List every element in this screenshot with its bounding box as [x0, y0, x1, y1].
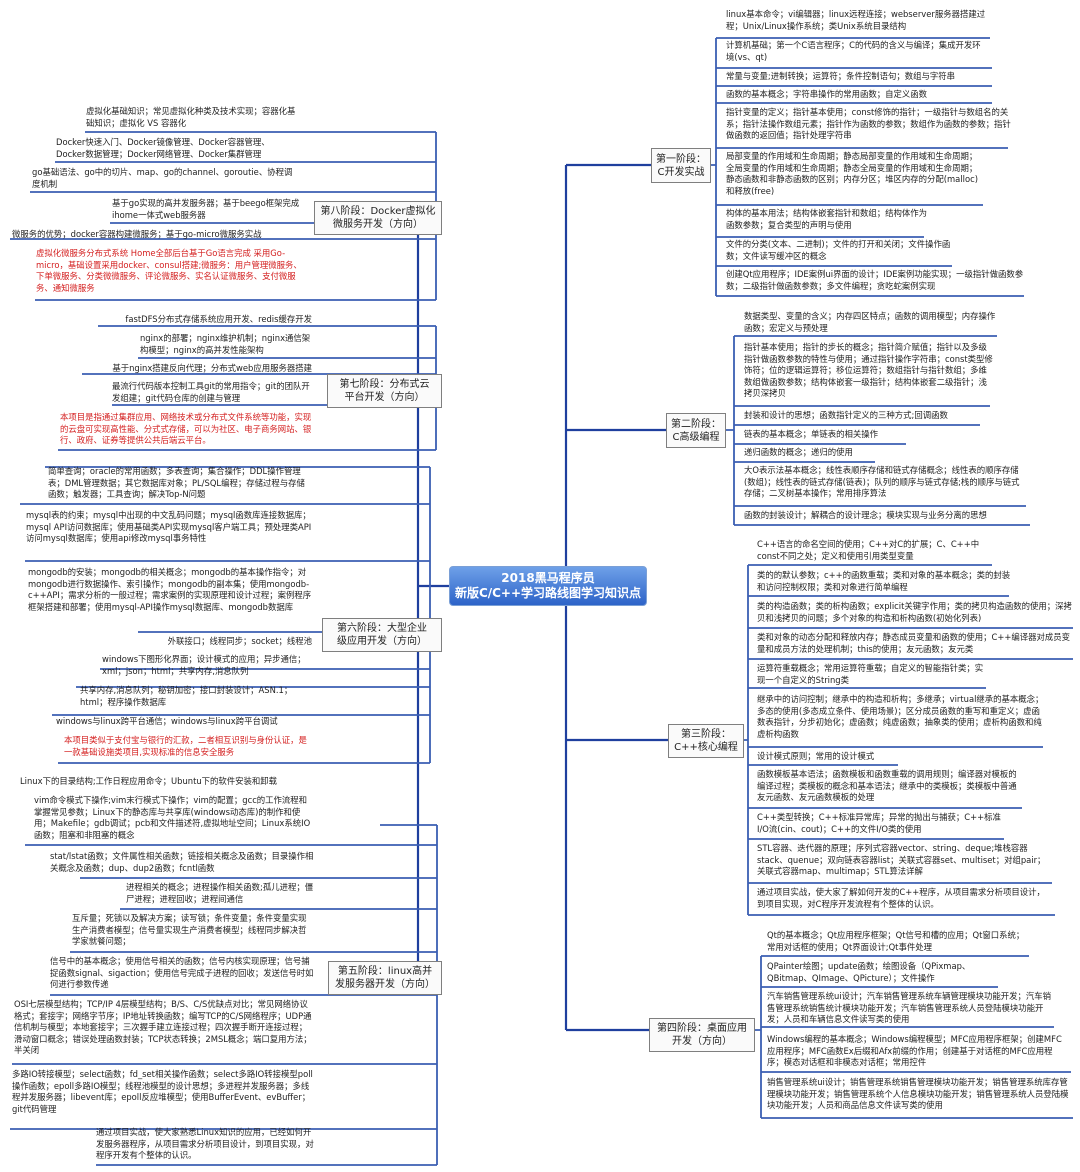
- leaf-s6-1: 简单查询；oracle的常用函数；多表查询；集合操作；DDL操作管理表；DML管…: [48, 466, 305, 500]
- leaf-s3-9: C++类型转换；C++标准异常库；异常的抛出与捕获；C++标准I/O流(cin、…: [757, 812, 1001, 834]
- stage-1-subtitle: C开发实战: [657, 166, 705, 178]
- leaf-s2-2: 指针基本使用；指针的步长的概念；指针简介赋值；指针以及多级指针做函数参数的特性与…: [744, 342, 993, 399]
- leaf-s7-5: 本项目是指通过集群应用、网络技术或分布式文件系统等功能，实现的云盘可实现高性能、…: [60, 412, 312, 446]
- stage-8-node[interactable]: 第八阶段：Docker虚拟化 微服务开发（方向）: [314, 201, 442, 235]
- stage-1-title: 第一阶段：: [656, 153, 706, 165]
- leaf-s4-5: 销售管理系统ui设计；销售管理系统销售管理模块功能开发；销售管理系统库存管理模块…: [767, 1077, 1069, 1111]
- leaf-s1-4: 函数的基本概念；字符串操作的常用函数；自定义函数: [726, 89, 927, 99]
- stage-6-title: 第六阶段：大型企业: [337, 623, 427, 634]
- stage-8-title: 第八阶段：Docker虚拟化: [320, 206, 436, 217]
- stage-6-node[interactable]: 第六阶段：大型企业 级应用开发（方向）: [322, 618, 442, 652]
- stage-1-node[interactable]: 第一阶段： C开发实战: [651, 148, 711, 183]
- leaf-s1-1: linux基本命令；vi编辑器；linux远程连接；webserver服务器搭建…: [726, 9, 986, 31]
- leaf-s1-2: 计算机基础；第一个C语言程序；C的代码的含义与编译；集成开发环境(vs、qt): [726, 40, 981, 62]
- leaf-s5-8: 多路IO转接模型；select函数；fd_set相关操作函数；select多路I…: [12, 1069, 313, 1114]
- leaf-s7-1: fastDFS分布式存储系统应用开发、redis缓存开发: [125, 314, 312, 324]
- central-topic[interactable]: 2018黑马程序员 新版C/C++学习路线图学习知识点: [449, 566, 647, 606]
- leaf-s6-5: windows下图形化界面；设计模式的应用；异步通信；xml；json；html…: [102, 654, 306, 676]
- leaf-s5-6: 信号中的基本概念；使用信号相关的函数；信号内核实现原理；信号捕捉函数signal…: [50, 956, 314, 990]
- stage-6-subtitle: 级应用开发（方向）: [337, 636, 427, 647]
- central-topic-line2: 新版C/C++学习路线图学习知识点: [454, 586, 642, 600]
- stage-4-title: 第四阶段：桌面应用: [657, 1023, 747, 1034]
- stage-5-title: 第五阶段：linux高并: [337, 966, 433, 977]
- leaf-s3-3: 类的构造函数；类的析构函数；explicit关键字作用；类的拷贝构造函数的使用；…: [757, 601, 1072, 623]
- leaf-s5-4: 进程相关的概念；进程操作相关函数;孤儿进程；僵尸进程；进程回收；进程间通信: [126, 882, 314, 904]
- leaf-s8-2: Docker快速入门、Docker镜像管理、Docker容器管理、Docker数…: [56, 137, 270, 159]
- leaf-s3-10: STL容器、迭代器的原理；序列式容器vector、string、deque;堆栈…: [757, 843, 1046, 877]
- leaf-s5-5: 互斥量；死锁以及解决方案；读写锁；条件变量；条件变量实现生产消费者模型；信号量实…: [72, 913, 307, 947]
- leaf-s3-2: 类的的默认参数；c++的函数重载；类和对象的基本概念；类的封装和访问控制权限；类…: [757, 570, 1011, 592]
- leaf-s5-7: OSI七层模型结构；TCP/IP 4层模型结构；B/S、C/S优缺点对比；常见网…: [14, 999, 312, 1056]
- leaf-s3-8: 函数模板基本语法；函数模板和函数重载的调用规则；编译器对模板的编译过程；类模板的…: [757, 769, 1017, 803]
- leaf-s3-5: 运算符重载概念；常用运算符重载；自定义的智能指针类；实现一个自定义的String…: [757, 663, 984, 685]
- leaf-s4-4: Windows编程的基本概念；Windows编程模型；MFC应用程序框架；创建M…: [767, 1034, 1062, 1068]
- leaf-s1-8: 文件的分类(文本、二进制)；文件的打开和关闭；文件操作函数；文件读写缓冲区的概念: [726, 239, 951, 261]
- stage-7-node[interactable]: 第七阶段：分布式云 平台开发（方向）: [327, 374, 442, 408]
- leaf-s2-7: 函数的封装设计；解耦合的设计理念；模块实现与业务分离的思想: [744, 510, 987, 520]
- stage-2-title: 第二阶段：: [671, 418, 721, 430]
- leaf-s3-11: 通过项目实战，使大家了解如何开发的C++程序，从项目需求分析项目设计，到项目实现…: [757, 887, 1045, 909]
- stage-4-subtitle: 开发（方向）: [672, 1036, 732, 1047]
- leaf-s6-6: 共享内存,消息队列；秘钥加密；接口封装设计；ASN.1；html；程序操作数据库: [80, 685, 293, 707]
- stage-8-subtitle: 微服务开发（方向）: [333, 219, 423, 230]
- leaf-s2-1: 数据类型、变量的含义；内存四区特点；函数的调用模型；内存操作函数；宏定义与预处理: [744, 311, 996, 333]
- stage-3-title: 第三阶段：: [681, 729, 731, 740]
- leaf-s8-5: 微服务的优势；docker容器构建微服务；基于go-micro微服务实战: [12, 229, 262, 239]
- leaf-s7-4: 最流行代码版本控制工具git的常用指令；git的团队开发组建；git代码仓库的创…: [112, 381, 310, 403]
- leaf-s2-3: 封装和设计的思想；函数指针定义的三种方式;回调函数: [744, 410, 948, 420]
- leaf-s3-6: 继承中的访问控制；继承中的构造和析构；多继承；virtual继承的基本概念；多态…: [757, 694, 1044, 739]
- leaf-s3-1: C++语言的命名空间的使用；C++对C的扩展；C、C++中const不同之处；定…: [757, 539, 980, 561]
- stage-3-subtitle: C++核心编程: [674, 742, 738, 753]
- stage-2-subtitle: C高级编程: [672, 431, 720, 443]
- leaf-s5-1: Linux下的目录结构;工作日程应用命令；Ubuntu下的软件安装和卸载: [20, 776, 278, 786]
- leaf-s2-6: 大O表示法基本概念；线性表顺序存储和链式存储概念；线性表的顺序存储(数组)；线性…: [744, 465, 1020, 499]
- leaf-s5-9: 通过项目实战，使大家熟悉Linux知识的应用，已经如何开发服务器程序，从项目需求…: [96, 1127, 314, 1161]
- leaf-s7-3: 基于nginx搭建反向代理；分布式web应用服务器搭建: [112, 363, 312, 373]
- stage-2-node[interactable]: 第二阶段： C高级编程: [666, 413, 726, 448]
- leaf-s6-3: mongodb的安装；mongodb的相关概念；mongodb的基本操作指令；对…: [28, 567, 312, 612]
- leaf-s7-2: nginx的部署；nginx维护机制；nginx通信架构模型；nginx的高并发…: [140, 333, 311, 355]
- leaf-s1-3: 常量与变量;进制转换；运算符；条件控制语句；数组与字符串: [726, 71, 955, 81]
- leaf-s8-4: 基于go实现的高并发服务器；基于beego框架完成ihome一体式web服务器: [112, 198, 300, 220]
- stage-3-node[interactable]: 第三阶段： C++核心编程: [668, 724, 744, 758]
- stage-5-subtitle: 发服务器开发（方向）: [335, 979, 435, 990]
- leaf-s8-6: 虚拟化微服务分布式系统 Home全部后台基于Go语言完成 采用Go-micro，…: [36, 248, 302, 293]
- leaf-s2-5: 递归函数的概念；递归的使用: [744, 447, 853, 457]
- stage-5-node[interactable]: 第五阶段：linux高并 发服务器开发（方向）: [328, 961, 442, 995]
- stage-4-node[interactable]: 第四阶段：桌面应用 开发（方向）: [649, 1018, 755, 1052]
- stage-7-title: 第七阶段：分布式云: [339, 379, 430, 390]
- leaf-s1-6: 局部变量的作用域和生命周期；静态局部变量的作用域和生命周期；全局变量的作用域和生…: [726, 151, 978, 196]
- leaf-s1-5: 指针变量的定义；指针基本使用；const修饰的指针；一级指针与数组名的关系；指针…: [726, 107, 1011, 141]
- leaf-s3-7: 设计模式原则；常用的设计模式: [757, 751, 875, 761]
- leaf-s4-2: QPainter绘图；update函数；绘图设备（QPixmap、QBitmap…: [767, 961, 971, 983]
- leaf-s5-2: vim命令模式下操作;vim末行模式下操作；vim的配置；gcc的工作流程和掌握…: [34, 795, 311, 840]
- leaf-s8-1: 虚拟化基础知识；常见虚拟化种类及技术实现；容器化基础知识；虚拟化 VS 容器化: [86, 106, 296, 128]
- leaf-s1-7: 构体的基本用法；结构体嵌套指针和数组；结构体作为函数参数；复合类型的声明与使用: [726, 208, 927, 230]
- leaf-s3-4: 类和对象的动态分配和释放内存；静态成员变量和函数的使用；C++编译器对成员变量和…: [757, 632, 1071, 654]
- leaf-s6-2: mysql表的约束；mysql中出现的中文乱码问题；mysql函数库连接数据库；…: [26, 510, 312, 544]
- leaf-s4-3: 汽车销售管理系统ui设计；汽车销售管理系统车辆管理模块功能开发；汽车销售管理系统…: [767, 991, 1052, 1025]
- leaf-s4-1: Qt的基本概念；Qt应用程序框架；Qt信号和槽的应用；Qt窗口系统；常用对话框的…: [767, 930, 1025, 952]
- leaf-s8-3: go基础语法、go中的切片、map、go的channel、goroutie、协程…: [32, 167, 293, 189]
- leaf-s6-4: 外联接口；线程同步；socket；线程池: [167, 636, 312, 646]
- leaf-s5-3: stat/lstat函数；文件属性相关函数；链接相关概念及函数；目录操作相关概念…: [50, 851, 314, 873]
- stage-7-subtitle: 平台开发（方向）: [344, 392, 425, 403]
- leaf-s1-9: 创建Qt应用程序；IDE案例ui界面的设计；IDE案例功能实现；一级指针做函数参…: [726, 269, 1024, 291]
- leaf-s2-4: 链表的基本概念；单链表的相关操作: [744, 429, 878, 439]
- leaf-s6-7: windows与linux跨平台通信；windows与linux跨平台调试: [56, 716, 278, 726]
- leaf-s6-8: 本项目类似于支付宝与银行的汇款，二者相互识别与身份认证，是一款基础设施类项目,实…: [64, 735, 307, 757]
- central-topic-line1: 2018黑马程序员: [501, 571, 595, 585]
